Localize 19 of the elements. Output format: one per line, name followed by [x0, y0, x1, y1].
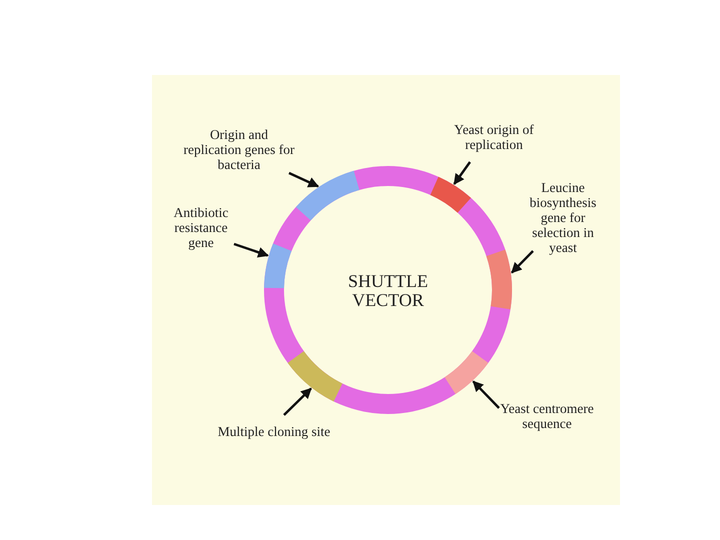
- gene-segment: [264, 244, 292, 288]
- gene-segment: [430, 176, 471, 213]
- arrow: [472, 380, 500, 409]
- callout-label: Multiple cloning site: [214, 424, 334, 439]
- callout-label: Antibiotic resistance gene: [160, 205, 242, 250]
- arrow: [510, 250, 534, 274]
- gene-segment: [486, 250, 512, 310]
- callout-label: Origin and replication genes for bacteria: [180, 127, 298, 172]
- arrow: [453, 161, 471, 185]
- gene-segment: [288, 351, 342, 402]
- arrow: [234, 242, 269, 258]
- gene-segment: [296, 170, 360, 220]
- callout-label: Yeast origin of replication: [446, 122, 542, 152]
- callout-label: Leucine biosynthesis gene for selection in yeast: [520, 180, 606, 255]
- callout-label: Yeast centromere sequence: [486, 401, 608, 431]
- arrow: [288, 172, 320, 188]
- arrow: [283, 388, 312, 416]
- gene-segment: [444, 351, 488, 394]
- diagram-title: SHUTTLE VECTOR: [347, 272, 429, 310]
